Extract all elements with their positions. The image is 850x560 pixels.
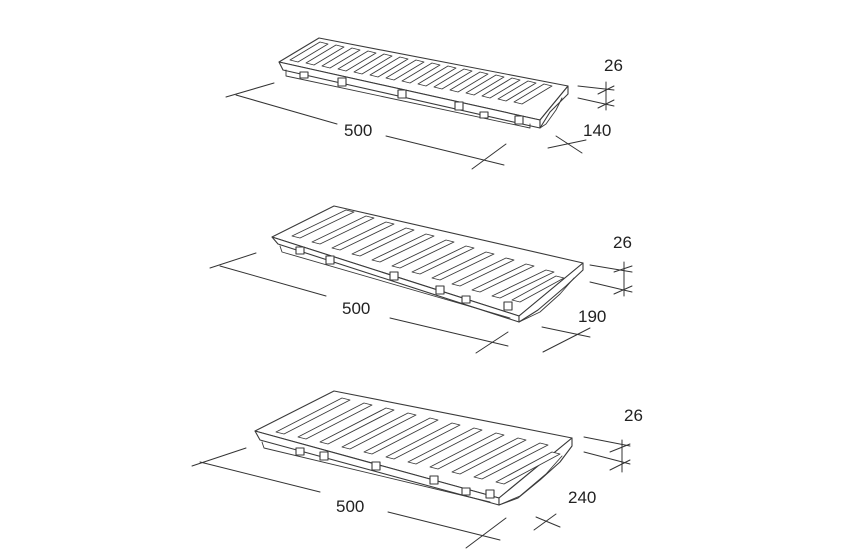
grating-underside [285, 69, 563, 129]
support-legs [299, 71, 524, 125]
dimension-lines [191, 436, 631, 549]
grating-underside [279, 245, 575, 323]
grating-slots [291, 209, 565, 303]
length-label: 500 [342, 299, 370, 318]
dimension-lines [209, 252, 633, 354]
grating-190: 500 190 26 [209, 205, 633, 354]
support-legs [295, 447, 495, 499]
grating-underside [261, 441, 563, 506]
length-label: 500 [336, 497, 364, 516]
grating-top-face [271, 205, 584, 317]
grating-140: 500 140 26 [225, 37, 623, 170]
support-legs [295, 246, 513, 311]
length-label: 500 [344, 121, 372, 140]
grating-240: 500 240 26 [191, 390, 643, 549]
dimension-lines [225, 81, 615, 170]
height-label: 26 [624, 406, 643, 425]
width-label: 190 [578, 307, 606, 326]
width-label: 240 [568, 488, 596, 507]
width-label: 140 [583, 121, 611, 140]
height-label: 26 [613, 233, 632, 252]
grating-slots [289, 41, 553, 105]
height-label: 26 [604, 56, 623, 75]
grating-slots [275, 397, 561, 485]
